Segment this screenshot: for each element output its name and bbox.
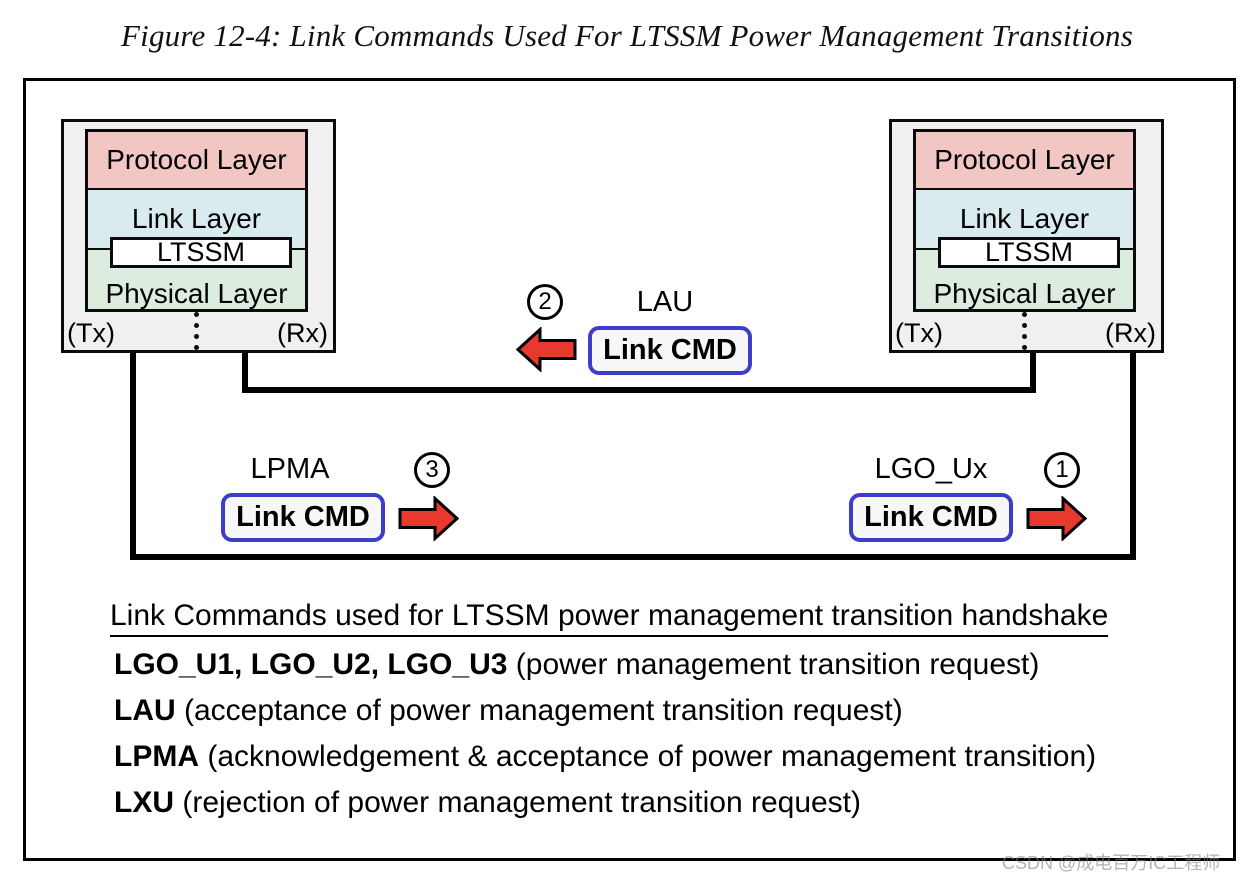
legend-entry-lpma: LPMA (acknowledgement & acceptance of po… (114, 740, 1096, 774)
lgo-ux-label: LGO_Ux (874, 453, 988, 485)
legend-desc-lpma: (acknowledgement & acceptance of power m… (199, 740, 1097, 773)
step-1-number: 1 (1055, 456, 1069, 483)
legend-entry-lxu: LXU (rejection of power management trans… (114, 786, 861, 820)
legend-entry-lau: LAU (acceptance of power management tran… (114, 694, 903, 728)
lgo-ux-arrow-right-icon (1026, 496, 1087, 541)
legend-desc-lxu: (rejection of power management transitio… (174, 786, 862, 819)
legend-term-lgo: LGO_U1, LGO_U2, LGO_U3 (114, 648, 508, 681)
tx-label-left: (Tx) (67, 318, 115, 348)
ltssm-box-left: LTSSM (110, 237, 292, 268)
legend-desc-lgo: (power management transition request) (507, 648, 1040, 681)
lau-label: LAU (636, 286, 694, 318)
rx-label-left: (Rx) (277, 318, 328, 348)
legend-term-lxu: LXU (114, 786, 174, 819)
legend-entry-lgo: LGO_U1, LGO_U2, LGO_U3 (power management… (114, 648, 1039, 682)
step-2-circle: 2 (527, 284, 563, 320)
layer-stack-left: Protocol Layer Link Layer Physical Layer (85, 129, 308, 312)
legend-heading: Link Commands used for LTSSM power manag… (110, 601, 1109, 637)
lau-link-cmd-box: Link CMD (588, 326, 752, 375)
device-right: Protocol Layer Link Layer Physical Layer… (889, 119, 1164, 353)
watermark: CSDN @成电百万IC工程师 (1002, 853, 1221, 873)
step-3-circle: 3 (414, 452, 450, 488)
tx-label-right: (Tx) (895, 318, 943, 348)
step-2-number: 2 (538, 288, 552, 315)
legend-term-lau: LAU (114, 694, 176, 727)
lgo-ux-link-cmd-box: Link CMD (849, 493, 1013, 542)
figure-title: Figure 12-4: Link Commands Used For LTSS… (121, 18, 1133, 53)
lpma-arrow-right-icon (398, 496, 459, 541)
tx-rx-divider-left (194, 312, 199, 350)
lau-arrow-left-icon (516, 327, 577, 372)
device-left: Protocol Layer Link Layer Physical Layer… (61, 119, 336, 353)
wire-lower-horizontal (130, 554, 1136, 560)
wire-right-rx-vertical (1130, 352, 1136, 560)
step-1-circle: 1 (1044, 452, 1080, 488)
protocol-layer-right: Protocol Layer (916, 132, 1133, 190)
layer-stack-right: Protocol Layer Link Layer Physical Layer (913, 129, 1136, 312)
lpma-label: LPMA (250, 453, 330, 485)
legend-desc-lau: (acceptance of power management transiti… (175, 694, 903, 727)
tx-rx-divider-right (1022, 312, 1027, 350)
protocol-layer-left: Protocol Layer (88, 132, 305, 190)
legend-term-lpma: LPMA (114, 740, 199, 773)
lpma-link-cmd-box: Link CMD (221, 493, 385, 542)
ltssm-box-right: LTSSM (938, 237, 1120, 268)
wire-right-tx-vertical (1030, 352, 1036, 393)
wire-left-tx-vertical (130, 352, 136, 560)
wire-upper-horizontal (242, 387, 1036, 393)
rx-label-right: (Rx) (1105, 318, 1156, 348)
wire-left-rx-vertical (242, 352, 248, 393)
step-3-number: 3 (425, 456, 439, 483)
